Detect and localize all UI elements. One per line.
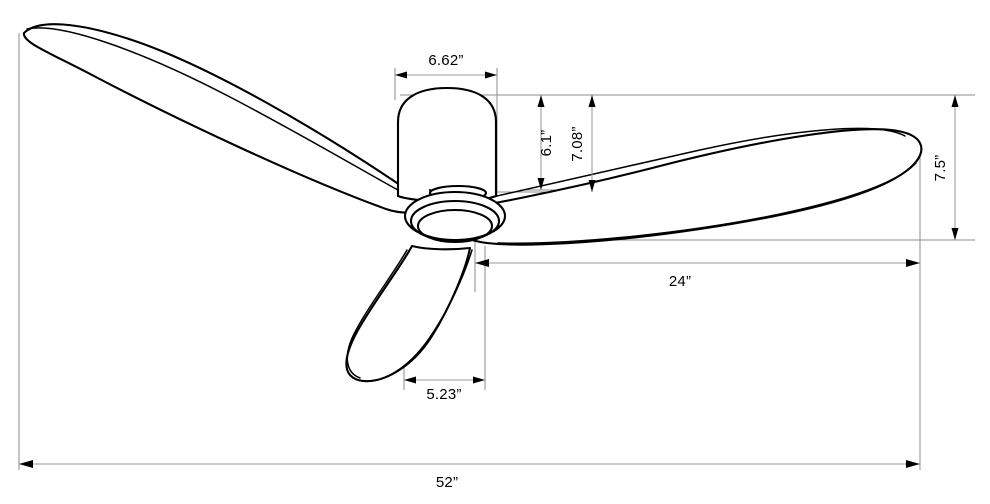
dimension-blade-radius: 24” — [475, 259, 920, 290]
dimension-hub-width: 5.23” — [404, 376, 485, 403]
dimension-label-hub-width: 5.23” — [426, 386, 461, 403]
dimension-blade-rise: 7.5” — [932, 95, 959, 240]
dimension-label-blade-radius: 24” — [669, 273, 691, 290]
dimension-blade-drop-inner: 6.1” — [537, 95, 555, 190]
blade-lower — [345, 244, 473, 383]
dimension-blade-span: 52” — [19, 460, 920, 491]
blade-upper-left — [22, 23, 434, 214]
dimension-overall-height: 7.08” — [569, 95, 596, 192]
dimension-housing-width: 6.62” — [395, 52, 497, 79]
fan-hub — [403, 184, 507, 244]
dimension-label-blade-drop-inner: 6.1” — [538, 130, 555, 157]
dimension-label-blade-rise: 7.5” — [932, 155, 949, 182]
dimension-label-blade-span: 52” — [436, 474, 458, 491]
blade-right — [438, 127, 923, 246]
dimension-label-housing-width: 6.62” — [428, 52, 463, 69]
dimension-label-overall-height: 7.08” — [569, 126, 586, 161]
motor-housing — [396, 86, 498, 203]
